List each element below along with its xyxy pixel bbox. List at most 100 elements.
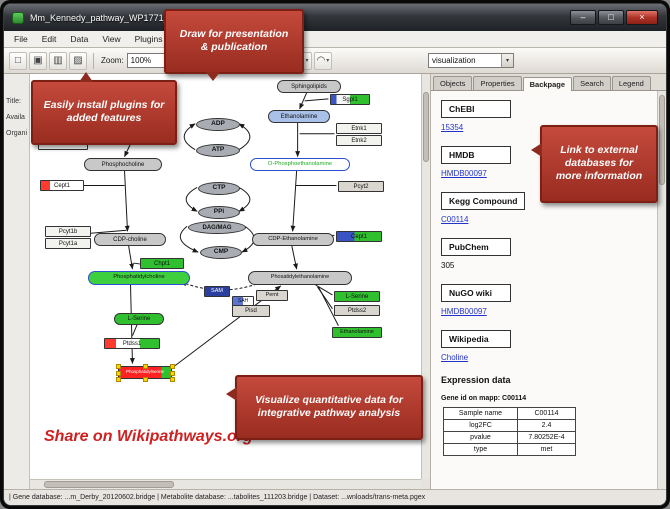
pathway-node-pcyt2[interactable]: Pcyt2 bbox=[338, 181, 384, 192]
menu-view[interactable]: View bbox=[102, 34, 121, 44]
table-cell: C00114 bbox=[517, 407, 576, 420]
pathway-node-cmp[interactable]: CMP bbox=[200, 246, 242, 259]
save-button[interactable]: ▣ bbox=[29, 51, 47, 70]
tab-objects[interactable]: Objects bbox=[433, 76, 473, 90]
canvas-vertical-scrollbar[interactable] bbox=[421, 74, 430, 479]
scrollbar-thumb[interactable] bbox=[44, 481, 174, 488]
pathway-node-cdp-ethanolamine[interactable]: CDP-Ethanolamine bbox=[252, 233, 334, 246]
backpage-value: 305 bbox=[441, 261, 455, 270]
chevron-down-icon[interactable]: ▾ bbox=[501, 54, 513, 67]
pathway-node-ethanolamine-top[interactable]: Ethanolamine bbox=[268, 110, 330, 123]
backpage-link[interactable]: HMDB00097 bbox=[441, 307, 487, 316]
app-icon bbox=[12, 11, 24, 24]
menu-edit[interactable]: Edit bbox=[41, 34, 57, 44]
backpage-link[interactable]: C00114 bbox=[441, 215, 469, 224]
scrollbar-thumb[interactable] bbox=[659, 95, 665, 185]
pathway-node-o-phosphoethanolamine[interactable]: O-Phosphoethanolamine bbox=[250, 158, 350, 171]
pathway-node-ethanolamine-right[interactable]: Ethanolamine bbox=[332, 327, 382, 338]
panel-vertical-scrollbar[interactable] bbox=[657, 91, 666, 489]
canvas-horizontal-scrollbar[interactable] bbox=[30, 479, 421, 489]
callout-plugins: Easily install plugins for added feature… bbox=[31, 72, 177, 145]
selection-handle[interactable] bbox=[116, 377, 121, 382]
selection-handle[interactable] bbox=[170, 364, 175, 369]
pathway-node-phosphatidylserine[interactable]: Phosphatidylserine bbox=[116, 364, 175, 382]
table-cell: 7.80252E-4 bbox=[517, 431, 576, 444]
new-file-button[interactable]: □ bbox=[9, 51, 27, 70]
pathway-node-pisd[interactable]: Pisd bbox=[232, 305, 270, 317]
pathway-node-adp[interactable]: ADP bbox=[196, 118, 240, 131]
pathway-node-pcyt1a[interactable]: Pcyt1a bbox=[45, 238, 91, 249]
menu-data[interactable]: Data bbox=[70, 34, 89, 44]
pathway-node-phosphocholine[interactable]: Phosphocholine bbox=[84, 158, 162, 171]
pathway-node-phosatidylethanolamine[interactable]: Phosatidylethanolamine bbox=[248, 271, 352, 285]
callout-pointer bbox=[531, 143, 542, 157]
selection-handle[interactable] bbox=[143, 364, 148, 369]
table-cell: log2FC bbox=[443, 419, 518, 432]
callout-pointer bbox=[79, 72, 93, 82]
arc-tool-button[interactable]: ◠▾ bbox=[313, 51, 333, 70]
scrollbar-thumb[interactable] bbox=[423, 92, 429, 162]
selection-handle[interactable] bbox=[116, 370, 121, 376]
pathway-node-dag-mag[interactable]: DAG/MAG bbox=[188, 221, 246, 234]
backpage-header: Kegg Compound bbox=[441, 192, 526, 210]
backpage-link[interactable]: Choline bbox=[441, 353, 469, 362]
pathway-node-phosphatidylcholine[interactable]: Phosphatidylcholine bbox=[88, 271, 190, 285]
pathway-node-etnk2[interactable]: Etnk2 bbox=[336, 135, 382, 146]
pathway-node-pcyt1b[interactable]: Pcyt1b bbox=[45, 226, 91, 237]
paste-button[interactable]: ▨ bbox=[69, 51, 87, 70]
pathway-node-ctp[interactable]: CTP bbox=[198, 182, 240, 195]
window-controls: –□× bbox=[568, 10, 658, 25]
pathway-node-sphingolipids[interactable]: Sphingolipids bbox=[277, 80, 341, 93]
pathway-node-atp[interactable]: ATP bbox=[196, 144, 240, 157]
selection-handle[interactable] bbox=[143, 377, 148, 382]
menu-file[interactable]: File bbox=[14, 34, 28, 44]
tab-properties[interactable]: Properties bbox=[473, 76, 522, 90]
close-button[interactable]: × bbox=[626, 10, 658, 25]
visualization-combobox[interactable]: visualization ▾ bbox=[428, 53, 514, 68]
pathway-node-cept1-right[interactable]: Cept1 bbox=[336, 231, 382, 242]
backpage-link[interactable]: HMDB00097 bbox=[441, 169, 487, 178]
pathway-node-sam[interactable]: SAM bbox=[204, 286, 230, 297]
pathway-node-l-serine-left[interactable]: L-Serine bbox=[114, 313, 164, 325]
pathway-node-ptdss1[interactable]: Ptdss1 bbox=[104, 338, 160, 349]
table-cell: 2.4 bbox=[517, 419, 576, 432]
tab-search[interactable]: Search bbox=[573, 76, 611, 90]
minimize-button[interactable]: – bbox=[570, 10, 596, 25]
backpage-header: HMDB bbox=[441, 146, 511, 164]
tab-legend[interactable]: Legend bbox=[611, 76, 651, 90]
pathway-node-chpt1[interactable]: Chpt1 bbox=[140, 258, 184, 269]
toolbar: □▣▥▨ Zoom: 100% ▾ ✎▾T▾╲▾▭▾○▾→▾◠▾ visuali… bbox=[4, 48, 666, 74]
backpage-link[interactable]: 15354 bbox=[441, 123, 464, 132]
pathway-node-etnk1[interactable]: Etnk1 bbox=[336, 123, 382, 134]
backpage-section-hmdb: HMDB HMDB00097 bbox=[441, 145, 647, 178]
chevron-down-icon: ▾ bbox=[326, 57, 330, 64]
pathway-node-cdp-choline[interactable]: CDP-choline bbox=[94, 233, 166, 246]
side-label: Title: bbox=[6, 98, 21, 105]
side-label: Organi bbox=[6, 130, 28, 137]
copy-button[interactable]: ▥ bbox=[49, 51, 67, 70]
share-text: Share on Wikipathways.org bbox=[44, 428, 253, 445]
pathway-node-ppi[interactable]: PPi bbox=[198, 206, 240, 219]
selection-handle[interactable] bbox=[170, 377, 175, 382]
zoom-value: 100% bbox=[130, 56, 152, 65]
callout-draw: Draw for presentation & publication bbox=[164, 9, 304, 81]
pathway-node-cept1-left[interactable]: Cept1 bbox=[40, 180, 84, 191]
selection-handle[interactable] bbox=[116, 364, 121, 369]
zoom-label: Zoom: bbox=[101, 56, 124, 65]
title-bar[interactable]: Mm_Kennedy_pathway_WP1771_45176.gp... –□… bbox=[4, 4, 666, 31]
pathway-node-ptdss2[interactable]: Ptdss2 bbox=[334, 305, 380, 316]
tab-backpage[interactable]: Backpage bbox=[522, 77, 573, 91]
pathway-node-pemt[interactable]: Pemt bbox=[256, 290, 288, 301]
pathway-node-l-serine-right[interactable]: L-Serine bbox=[334, 291, 380, 302]
selection-handle[interactable] bbox=[170, 370, 175, 376]
menu-plugins[interactable]: Plugins bbox=[134, 34, 163, 44]
maximize-button[interactable]: □ bbox=[598, 10, 624, 25]
pathway-node-sgpl1[interactable]: Sgpl1 bbox=[330, 94, 370, 105]
